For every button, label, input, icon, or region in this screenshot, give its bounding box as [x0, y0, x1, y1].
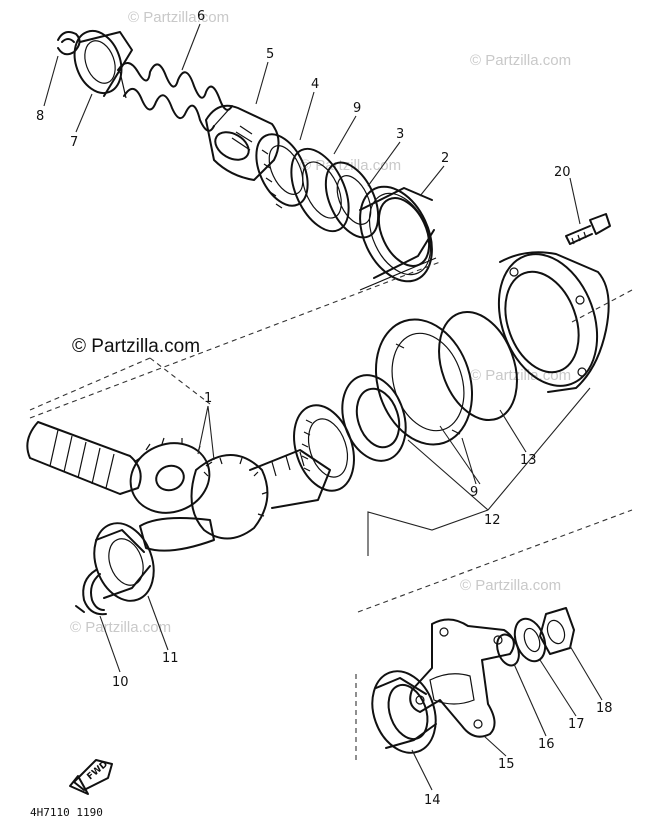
leader-lines: [43, 23, 603, 791]
diagram-code: 4H7110 1190: [30, 806, 103, 819]
callout-4: 4: [311, 77, 319, 92]
watermarks: © Partzilla.com © Partzilla.com © Partzi…: [70, 9, 571, 636]
callout-7: 7: [70, 135, 78, 150]
callout-11: 11: [162, 651, 179, 666]
part-11-bearing: [93, 522, 155, 602]
callout-20: 20: [554, 165, 571, 180]
part-1-pinion-gear-set: [26, 421, 331, 552]
callout-13: 13: [520, 453, 537, 468]
bracket-line: [359, 257, 437, 291]
assembly-outline-lines: [29, 261, 633, 760]
fwd-arrow-icon: FWD: [69, 759, 113, 795]
callout-17: 17: [568, 717, 585, 732]
part-9-washer-upper: [290, 147, 350, 233]
callout-14: 14: [424, 793, 441, 808]
watermark-top-left: © Partzilla.com: [128, 9, 229, 26]
part-19-shim: [374, 318, 474, 446]
callout-12: 12: [484, 513, 501, 528]
part-7-spring-seat: [73, 30, 133, 97]
part-15-drive-flange: [409, 618, 515, 738]
callout-8: 8: [36, 109, 44, 124]
callout-6: 6: [197, 9, 205, 24]
part-12-bearing-set: [293, 374, 407, 492]
callout-15: 15: [498, 757, 515, 772]
upper-shaft-assembly: [57, 30, 437, 291]
part-6-spring: [117, 62, 233, 132]
part-17-washer: [513, 617, 547, 663]
part-5-sleeve: [205, 104, 280, 181]
right-housing: [438, 251, 610, 422]
callout-2: 2: [441, 151, 449, 166]
part-14-oil-seal: [371, 670, 437, 754]
callout-3: 3: [396, 127, 404, 142]
callout-numbers: 6 5 4 9 3 2 8 7 20 1 13 9 12 11 10 18 17…: [36, 9, 613, 808]
callout-9-upper: 9: [353, 101, 361, 116]
watermark-top-right: © Partzilla.com: [470, 52, 571, 69]
part-18-nut: [539, 607, 575, 655]
callout-16: 16: [538, 737, 555, 752]
watermark-bottom-left: © Partzilla.com: [70, 619, 171, 636]
callout-5: 5: [266, 47, 274, 62]
part-10-snap-ring: [75, 569, 107, 616]
callout-18: 18: [596, 701, 613, 716]
callout-10: 10: [112, 675, 129, 690]
callout-9-lower: 9: [470, 485, 478, 500]
watermark-bottom-right: © Partzilla.com: [460, 577, 561, 594]
watermark-right: © Partzilla.com: [470, 367, 571, 384]
part-20-bolt: [565, 213, 611, 245]
callout-1: 1: [204, 391, 212, 406]
part-13-o-ring: [438, 310, 518, 422]
watermark-main: © Partzilla.com: [72, 336, 200, 357]
part-4-gear-bearing: [255, 133, 309, 209]
